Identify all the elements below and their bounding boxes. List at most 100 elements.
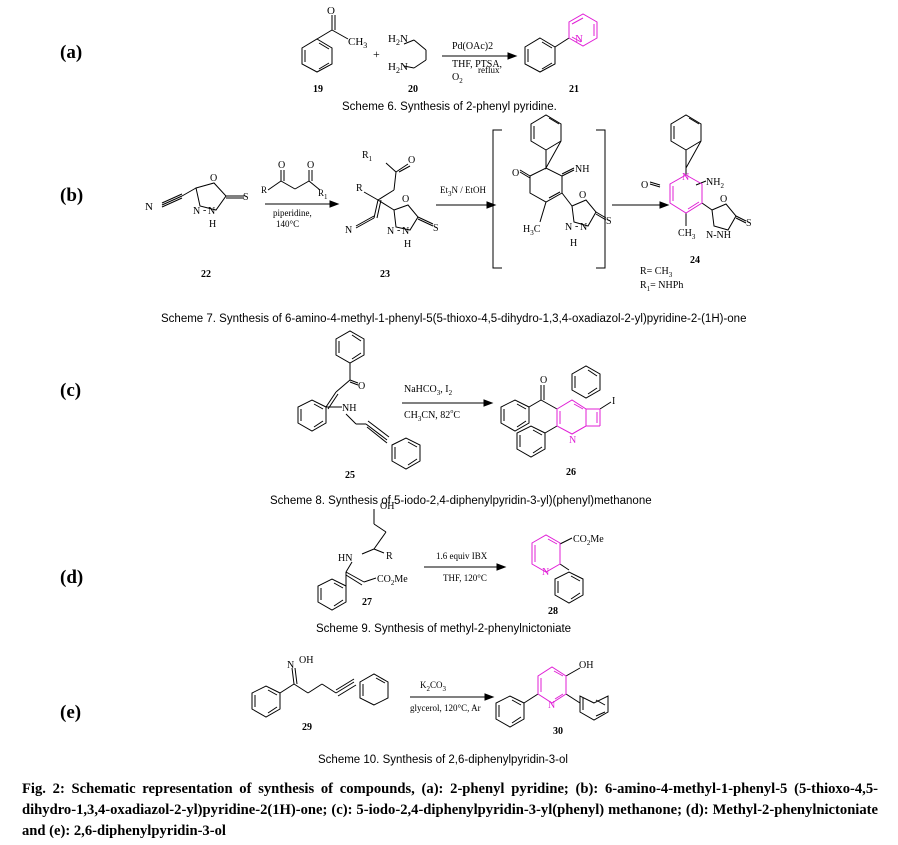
svg-text:O: O	[579, 190, 586, 201]
scheme-a-drawing	[301, 15, 570, 73]
benzene-ring-25-top	[335, 330, 365, 364]
condition-b1-piperidine: piperidine,	[273, 208, 312, 218]
svg-text:HN: HN	[338, 553, 352, 564]
svg-text:S: S	[243, 192, 249, 203]
svg-text:N: N	[402, 226, 409, 237]
atom-o-19: O	[327, 5, 335, 17]
svg-text:H: H	[570, 238, 577, 249]
svg-text:O: O	[358, 381, 365, 392]
svg-text:S: S	[746, 218, 752, 229]
condition-e-bottom: glycerol, 120°C, Ar	[410, 703, 481, 713]
svg-text:R: R	[356, 183, 363, 194]
pyridine-n-21: N	[575, 33, 583, 45]
svg-text:O: O	[210, 173, 217, 184]
r-definition: R= CH3	[640, 266, 673, 279]
condition-c-bottom: CH3CN, 82oC	[404, 409, 460, 423]
svg-text:O: O	[720, 194, 727, 205]
oxadiazole-ring-24	[711, 203, 737, 231]
scheme-b-drawing	[161, 114, 747, 269]
benzene-ring-29-left	[251, 685, 281, 718]
condition-b2: Et3N / EtOH	[440, 185, 486, 198]
svg-text:O: O	[540, 375, 547, 386]
svg-text:N: N	[542, 567, 549, 578]
reaction-schemes: O CH3 + H2N H2N 19 20 21 Pd(OAc)2 THF, P…	[145, 5, 752, 737]
condition-e-top: K2CO3	[420, 680, 447, 693]
svg-text:R: R	[261, 185, 267, 195]
compound-number-24: 24	[690, 255, 700, 266]
svg-text:-: -	[203, 205, 206, 216]
condition-d-bottom: THF, 120°C	[443, 573, 487, 583]
compound-number-29: 29	[302, 722, 312, 733]
svg-text:R: R	[386, 551, 393, 562]
scheme-caption-c: Scheme 8. Synthesis of 5-iodo-2,4-diphen…	[270, 495, 652, 507]
svg-text:H2N: H2N	[388, 61, 408, 75]
benzene-ring-25-right	[391, 437, 421, 470]
scheme-e-drawing	[251, 667, 609, 728]
svg-text:N: N	[565, 222, 572, 233]
compound-number-20: 20	[408, 84, 418, 95]
svg-text:N: N	[387, 226, 394, 237]
row-label-a: (a)	[60, 42, 83, 63]
condition-d-top: 1.6 equiv IBX	[436, 551, 488, 561]
compound-number-28: 28	[548, 606, 558, 617]
svg-text:R1: R1	[362, 150, 373, 163]
svg-text:OH: OH	[299, 655, 313, 666]
svg-text:H: H	[404, 239, 411, 250]
svg-text:NH: NH	[342, 403, 356, 414]
row-label-d: (d)	[60, 567, 84, 588]
svg-text:N: N	[580, 222, 587, 233]
svg-text:-: -	[575, 221, 578, 232]
benzene-ring-24	[670, 114, 702, 170]
svg-text:O: O	[512, 168, 519, 179]
svg-text:CO2Me: CO2Me	[573, 534, 604, 547]
svg-text:O2: O2	[452, 72, 463, 85]
compound-number-21: 21	[569, 84, 579, 95]
scheme-d-drawing	[317, 509, 584, 611]
row-label-e: (e)	[60, 702, 82, 723]
compound-number-30: 30	[553, 726, 563, 737]
benzene-ring-29-right	[359, 673, 389, 706]
svg-text:O: O	[402, 194, 409, 205]
pyridine-ring-30	[537, 666, 567, 704]
svg-text:O: O	[278, 160, 285, 171]
svg-text:N: N	[193, 206, 200, 217]
cyclohexadiene-ring	[529, 167, 563, 203]
oxadiazole-ring-intermediate	[571, 199, 597, 227]
svg-text:H3C: H3C	[523, 224, 541, 237]
svg-text:N: N	[548, 700, 555, 711]
svg-text:OH: OH	[380, 501, 394, 512]
pyridine-ring-26	[556, 399, 601, 435]
svg-text:NH: NH	[575, 164, 589, 175]
svg-text:N: N	[208, 206, 215, 217]
ch3-label: CH3	[348, 36, 367, 50]
figure-caption: Fig. 2: Schematic representation of synt…	[22, 779, 878, 842]
benzene-ring-intermediate	[530, 114, 562, 170]
condition-a-top: Pd(OAc)2	[452, 41, 493, 52]
figure-caption-text: Fig. 2: Schematic representation of synt…	[22, 781, 878, 839]
pyridone-ring-24	[669, 174, 703, 214]
plus-sign: +	[373, 47, 380, 61]
condition-c-top: NaHCO3, I2	[404, 384, 453, 397]
r1-definition: R1= NHPh	[640, 280, 683, 293]
benzene-ring-30-left	[495, 695, 525, 728]
svg-text:N: N	[145, 201, 153, 213]
svg-text:NH2: NH2	[706, 177, 724, 190]
benzene-ring-26-benzoyl	[500, 399, 530, 432]
condition-b1-temp: 140°C	[276, 219, 299, 229]
arrow-a	[507, 52, 518, 60]
compound-number-22: 22	[201, 269, 211, 280]
compound-number-26: 26	[566, 467, 576, 478]
svg-text:N: N	[345, 225, 352, 236]
svg-text:N: N	[569, 435, 576, 446]
svg-text:O: O	[641, 180, 648, 191]
svg-text:CH3: CH3	[678, 228, 696, 241]
scheme-caption-e: Scheme 10. Synthesis of 2,6-diphenylpyri…	[318, 754, 568, 766]
benzene-ring-26-bottom	[516, 425, 546, 458]
svg-text:OH: OH	[579, 660, 593, 671]
svg-text:S: S	[433, 223, 439, 234]
benzene-ring-27	[317, 578, 347, 611]
compound-number-25: 25	[345, 470, 355, 481]
svg-text:N-NH: N-NH	[706, 230, 731, 241]
pyridine-ring-28	[531, 534, 561, 573]
